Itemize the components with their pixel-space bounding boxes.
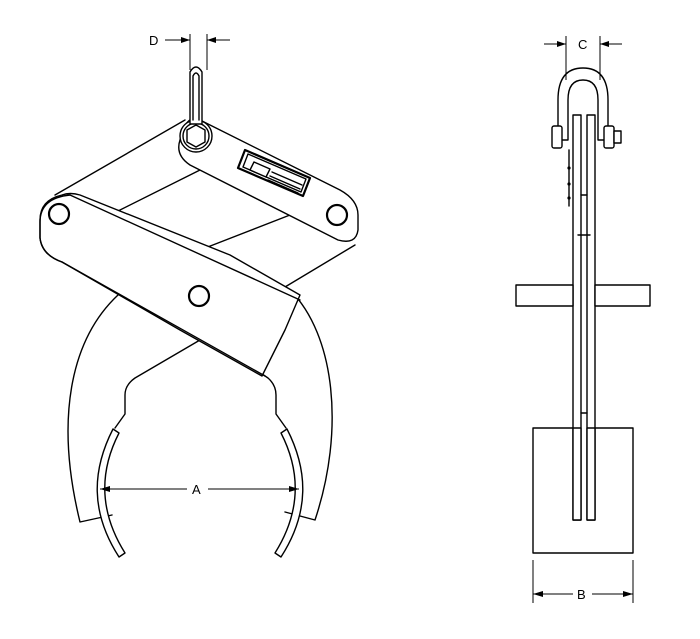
nameplate-logo <box>249 161 271 178</box>
side-crossbar-left <box>515 284 574 307</box>
lifting-eye-shank <box>189 66 203 125</box>
main-crossing-arm <box>39 192 301 377</box>
dimension-d-label: D <box>149 33 158 48</box>
shackle-nut-left <box>551 125 563 149</box>
center-pivot-pin <box>187 284 211 308</box>
front-view: D A <box>39 33 359 558</box>
side-view: C B <box>515 36 651 603</box>
main-arm-left-end <box>39 194 71 263</box>
dimension-b-label: B <box>577 587 586 602</box>
left-inner-arm <box>114 339 201 429</box>
upper-back-link-bottom <box>109 169 201 216</box>
shackle-bow <box>557 67 609 141</box>
dimension-c: C <box>544 36 622 80</box>
right-grip-pad <box>274 428 304 558</box>
shackle-cotter <box>613 130 622 144</box>
dimension-d: D <box>149 33 230 70</box>
right-jaw-outer-arc <box>284 289 333 521</box>
nameplate <box>236 148 312 198</box>
dimension-a-label: A <box>192 482 201 497</box>
hex-nut <box>186 124 206 148</box>
lifting-eye-slot <box>192 72 200 121</box>
dimension-c-label: C <box>578 37 587 52</box>
upper-back-link-top <box>54 119 186 196</box>
shackle-nut-right <box>603 125 615 149</box>
left-grip-pad <box>96 428 126 558</box>
left-pivot-pin <box>47 202 71 226</box>
upper-back-link-lower <box>199 214 291 251</box>
left-jaw-outer-arc <box>67 294 119 523</box>
dimension-a: A <box>100 482 299 497</box>
right-pivot-pin <box>325 203 349 227</box>
jaw-block <box>532 427 634 554</box>
main-arm-top-edge <box>69 194 301 301</box>
main-arm-bottom-edge <box>61 261 266 377</box>
side-crossbar-right <box>594 284 651 307</box>
dimension-b: B <box>532 560 634 603</box>
lower-back-link <box>279 244 356 291</box>
